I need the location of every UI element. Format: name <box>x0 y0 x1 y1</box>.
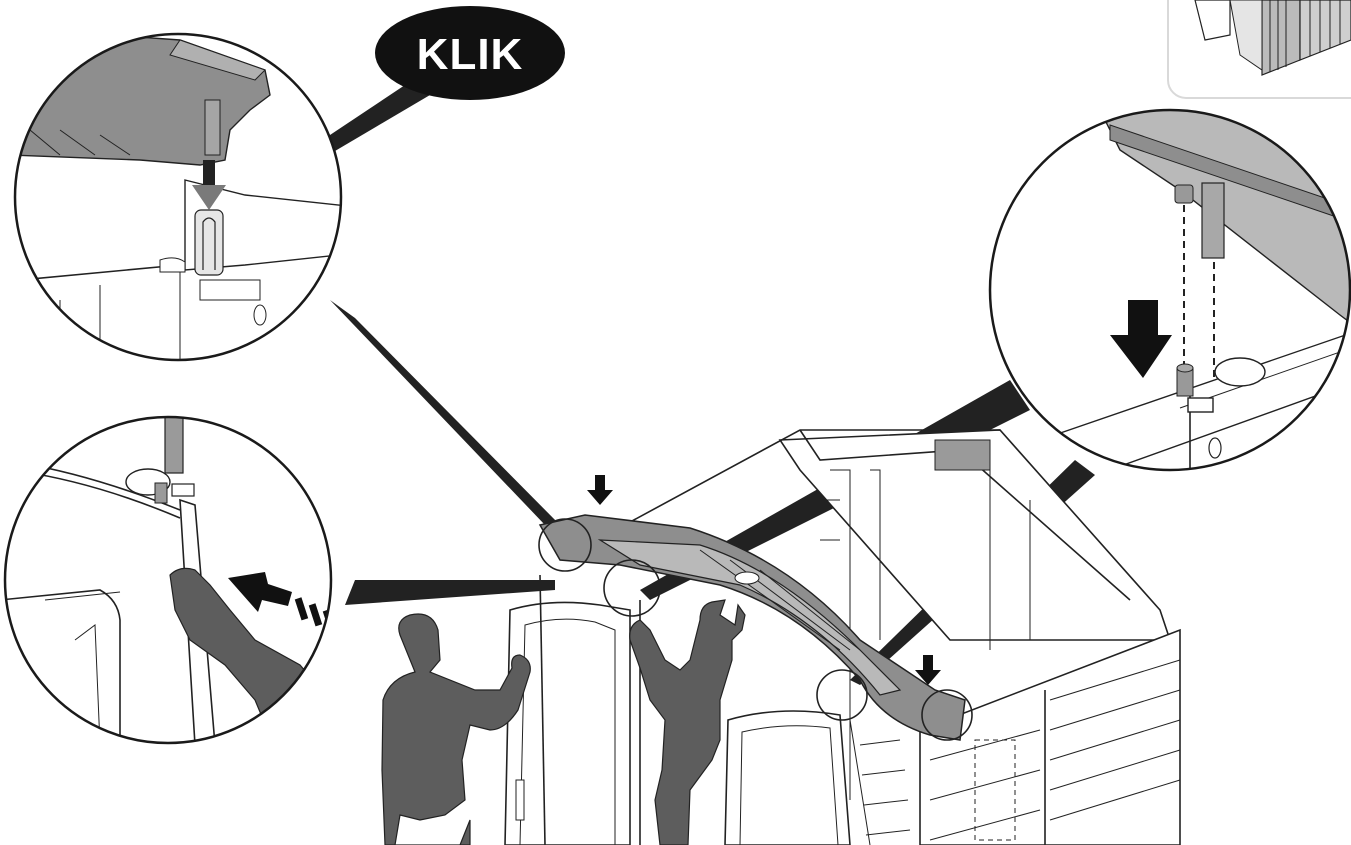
right-wall <box>919 628 1181 845</box>
zoom-circle-klik <box>13 32 343 362</box>
left-door <box>504 601 631 845</box>
wall-slats <box>929 659 1181 845</box>
dashed-panel <box>974 739 1016 841</box>
person-left <box>381 613 531 845</box>
push-arrow-icon <box>228 572 292 612</box>
main-arrows <box>587 475 941 685</box>
right-door <box>724 710 851 845</box>
down-arrow-icon <box>587 475 613 505</box>
shed <box>504 429 1181 845</box>
zoom-circle-peg <box>988 108 1351 472</box>
detail-markers <box>538 518 973 741</box>
klik-callout: KLIK <box>375 6 565 100</box>
door-handle-left <box>515 779 525 821</box>
inset-box-top-right <box>1167 0 1351 99</box>
connector-top-left <box>330 300 560 525</box>
down-arrow-icon <box>1110 300 1172 378</box>
person-right <box>629 599 746 845</box>
connector-left <box>345 580 555 605</box>
klik-label: KLIK <box>417 30 524 79</box>
roof-vent <box>934 439 991 471</box>
down-arrow-icon <box>915 655 941 685</box>
zoom-circle-push <box>3 415 333 745</box>
